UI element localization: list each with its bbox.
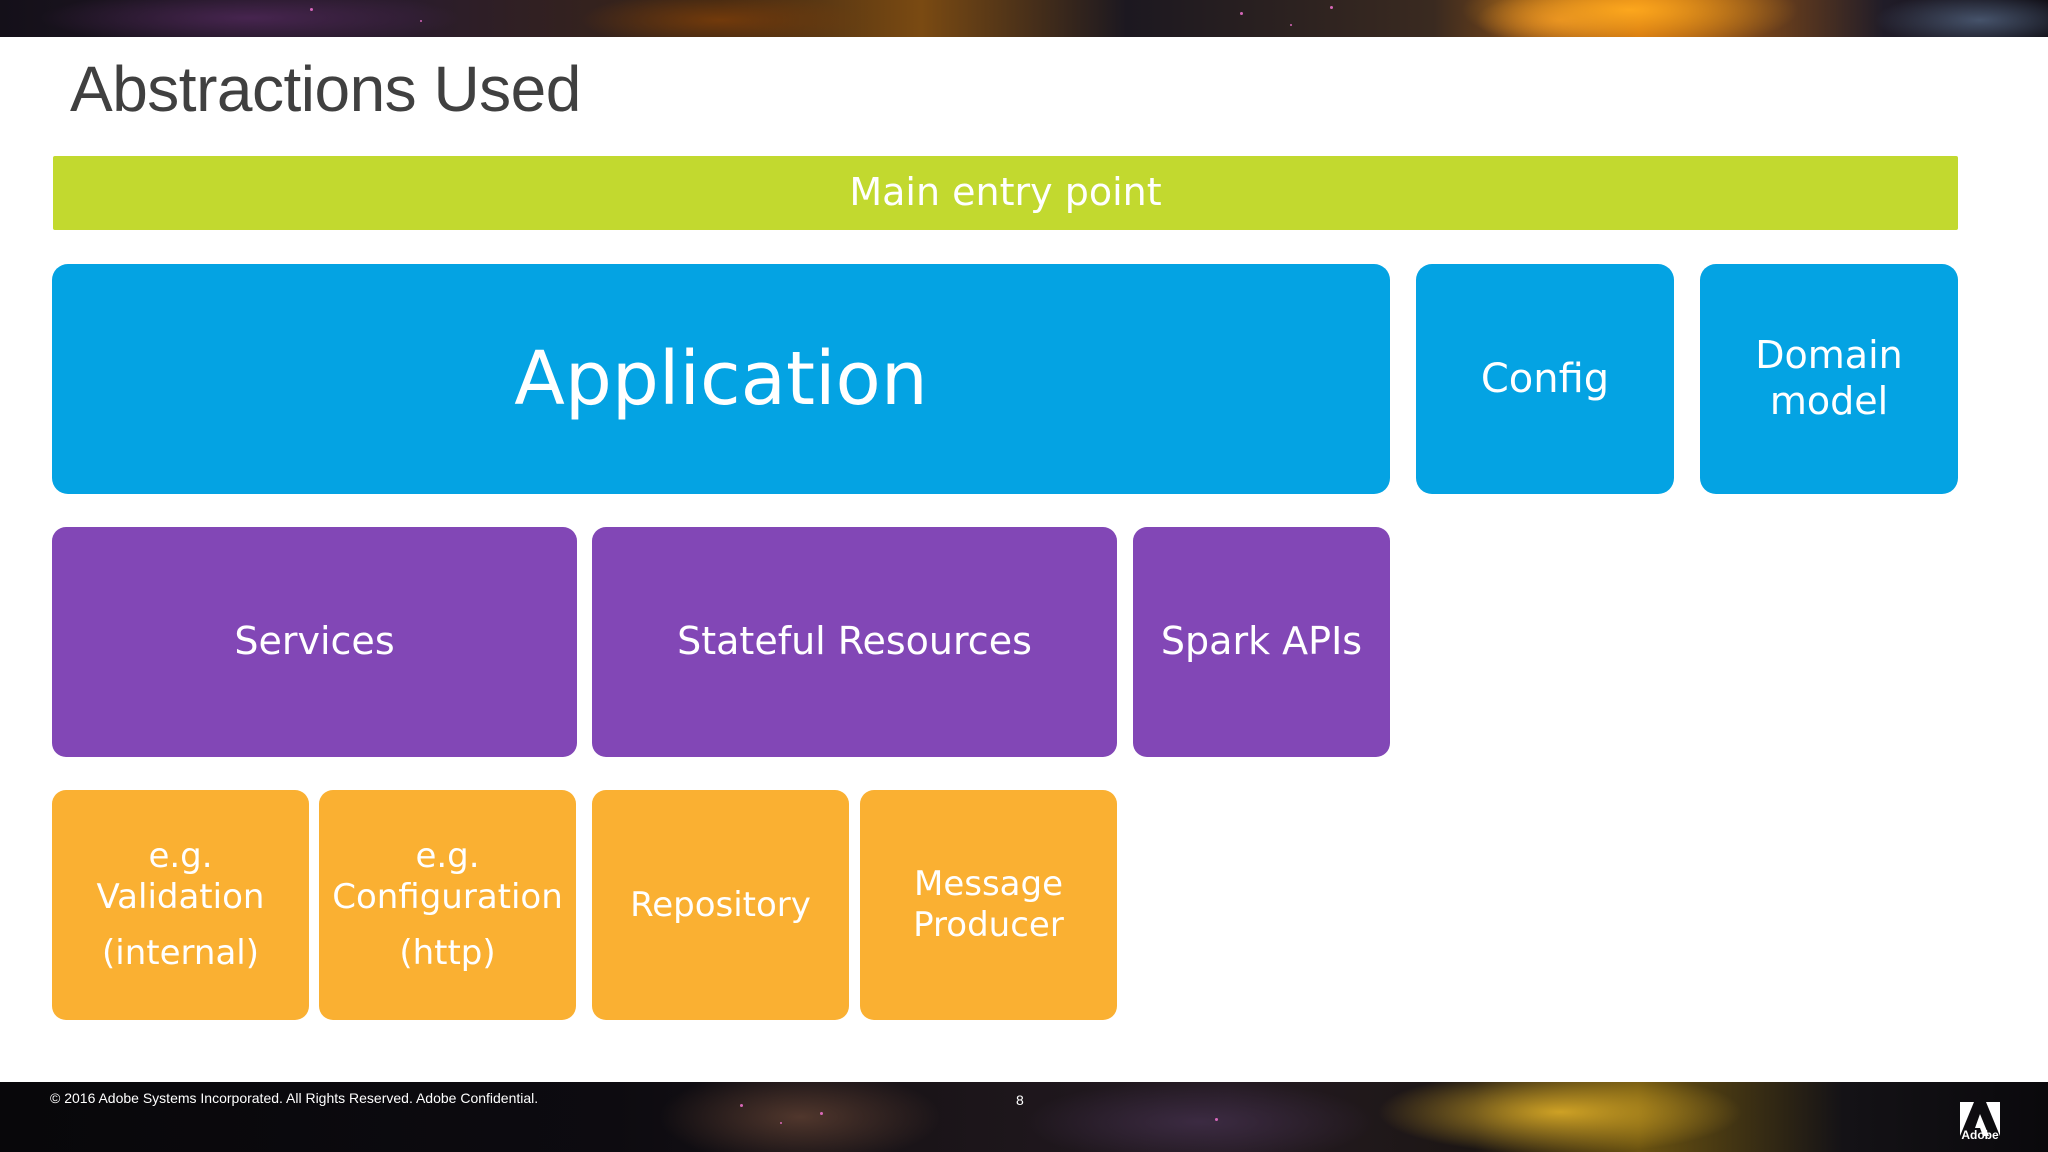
message-producer-label-line2: Producer — [913, 905, 1064, 945]
main-entry-point-box: Main entry point — [53, 156, 1958, 230]
validation-box: e.g. Validation (internal) — [52, 790, 309, 1020]
services-box: Services — [52, 527, 577, 757]
main-entry-point-label: Main entry point — [849, 170, 1162, 215]
decorative-speck — [1215, 1118, 1218, 1121]
domain-model-label-line1: Domain — [1755, 333, 1903, 378]
repository-box: Repository — [592, 790, 849, 1020]
config-box: Config — [1416, 264, 1674, 494]
top-banner — [0, 0, 2048, 37]
page-number: 8 — [1016, 1092, 1024, 1108]
repository-label: Repository — [630, 884, 811, 925]
adobe-logo-icon — [1960, 1102, 2000, 1136]
spark-apis-box: Spark APIs — [1133, 527, 1390, 757]
domain-model-label-line2: model — [1769, 379, 1889, 423]
stateful-resources-label: Stateful Resources — [677, 619, 1032, 664]
stateful-resources-box: Stateful Resources — [592, 527, 1117, 757]
config-label: Config — [1480, 356, 1610, 402]
services-label: Services — [234, 619, 395, 664]
footer-banner — [0, 1082, 2048, 1152]
decorative-speck — [740, 1104, 743, 1107]
configuration-label-line2: Configuration — [332, 876, 563, 917]
validation-label-line1: e.g. — [148, 835, 213, 876]
spark-apis-label: Spark APIs — [1160, 619, 1363, 664]
decorative-speck — [1290, 24, 1292, 26]
message-producer-box: Message Producer — [860, 790, 1117, 1020]
validation-label-line3: (internal) — [102, 933, 259, 974]
validation-label-line2: Validation — [96, 876, 265, 917]
domain-model-box: Domain model — [1700, 264, 1958, 494]
configuration-label-line1: e.g. — [415, 835, 480, 876]
configuration-label-line3: (http) — [399, 933, 496, 974]
decorative-speck — [420, 20, 422, 22]
copyright-notice: © 2016 Adobe Systems Incorporated. All R… — [50, 1090, 539, 1106]
application-box: Application — [52, 264, 1390, 494]
decorative-speck — [1330, 6, 1333, 9]
message-producer-label-line1: Message — [913, 864, 1063, 905]
page-title: Abstractions Used — [70, 53, 581, 125]
decorative-speck — [310, 8, 313, 11]
configuration-box: e.g. Configuration (http) — [319, 790, 576, 1020]
decorative-speck — [820, 1112, 823, 1115]
decorative-speck — [1240, 12, 1243, 15]
adobe-logo-label: Adobe — [1961, 1128, 1999, 1142]
decorative-speck — [780, 1122, 782, 1124]
application-label: Application — [514, 335, 928, 422]
